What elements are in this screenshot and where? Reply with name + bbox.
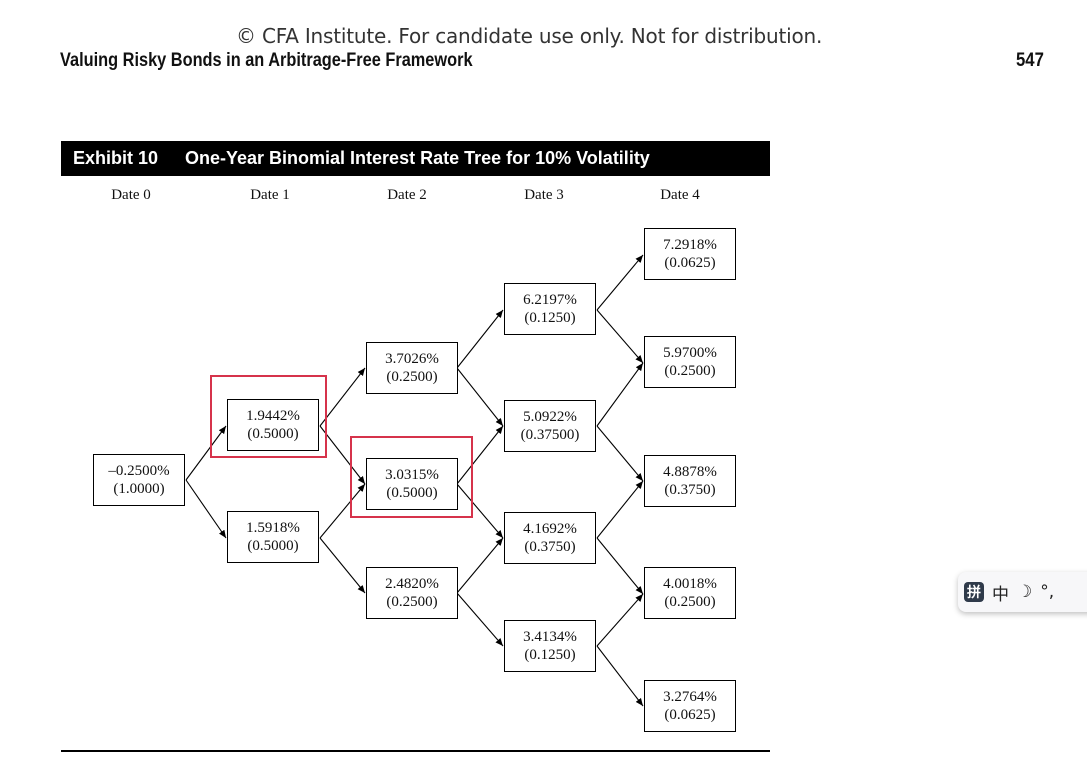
node-prob: (0.5000)	[386, 485, 438, 501]
edge-d0-d1-down	[185, 479, 227, 539]
node-date3-1: 6.2197% (0.1250)	[504, 283, 596, 335]
edge-d3c-d4d	[596, 537, 644, 595]
punctuation-toggle[interactable]: °,	[1040, 582, 1055, 602]
node-rate: 4.8878%	[663, 464, 717, 480]
edge-d3d-d4d	[596, 593, 644, 647]
running-title: Valuing Risky Bonds in an Arbitrage-Free…	[60, 50, 473, 71]
node-prob: (0.1250)	[524, 310, 576, 326]
edge-d2a-d3b	[456, 367, 504, 427]
node-prob: (1.0000)	[113, 481, 165, 497]
node-rate: –0.2500%	[108, 463, 170, 479]
node-rate: 2.4820%	[385, 576, 439, 592]
edge-d1a-d2b	[319, 425, 366, 485]
node-prob: (0.0625)	[664, 707, 716, 723]
node-date3-3: 4.1692% (0.3750)	[504, 512, 596, 564]
node-date4-1: 7.2918% (0.0625)	[644, 228, 736, 280]
edge-d2b-d3b	[456, 425, 504, 485]
node-rate: 3.7026%	[385, 351, 439, 367]
edge-d2b-d3c	[456, 483, 504, 539]
ime-toolbar[interactable]: 拼 中 ☽ °,	[958, 572, 1087, 612]
edge-d3b-d4c	[596, 425, 644, 482]
bottom-rule	[61, 750, 770, 752]
node-rate: 6.2197%	[523, 292, 577, 308]
node-prob: (0.37500)	[520, 427, 580, 443]
moon-icon[interactable]: ☽	[1017, 582, 1033, 602]
edge-d3c-d4c	[596, 480, 644, 539]
edge-d1b-d2b	[319, 483, 366, 539]
node-date1-down: 1.5918% (0.5000)	[227, 511, 319, 563]
chinese-mode-toggle[interactable]: 中	[992, 584, 1009, 605]
node-rate: 3.4134%	[523, 629, 577, 645]
node-rate: 3.2764%	[663, 689, 717, 705]
node-rate: 4.0018%	[663, 576, 717, 592]
date-label-3: Date 3	[524, 187, 564, 203]
edge-d3d-d4e	[596, 645, 644, 707]
node-date4-3: 4.8878% (0.3750)	[644, 455, 736, 507]
node-rate: 1.9442%	[246, 408, 300, 424]
node-rate: 7.2918%	[663, 237, 717, 253]
edge-d2a-d3a	[456, 309, 504, 369]
node-prob: (0.3750)	[664, 482, 716, 498]
edge-d2c-d3d	[456, 592, 504, 647]
node-rate: 1.5918%	[246, 520, 300, 536]
node-prob: (0.2500)	[664, 363, 716, 379]
exhibit-title-bar: Exhibit 10 One-Year Binomial Interest Ra…	[61, 141, 770, 176]
date-label-4: Date 4	[660, 187, 700, 203]
edge-d2c-d3c	[456, 537, 504, 594]
node-prob: (0.0625)	[664, 255, 716, 271]
exhibit-title: One-Year Binomial Interest Rate Tree for…	[185, 148, 650, 168]
node-prob: (0.5000)	[247, 538, 299, 554]
node-prob: (0.1250)	[524, 647, 576, 663]
edge-d0-d1-up	[185, 425, 227, 481]
node-date1-up: 1.9442% (0.5000)	[227, 399, 319, 451]
node-prob: (0.2500)	[386, 369, 438, 385]
exhibit-number: Exhibit 10	[73, 148, 159, 168]
date-label-0: Date 0	[111, 187, 151, 203]
edge-d3b-d4b	[596, 362, 644, 427]
node-date3-2: 5.0922% (0.37500)	[504, 400, 596, 452]
node-date0: –0.2500% (1.0000)	[93, 454, 185, 506]
node-date2-mid: 3.0315% (0.5000)	[366, 458, 458, 510]
node-date4-5: 3.2764% (0.0625)	[644, 680, 736, 732]
node-date2-down: 2.4820% (0.2500)	[366, 567, 458, 619]
pinyin-icon[interactable]: 拼	[964, 582, 984, 602]
date-label-1: Date 1	[250, 187, 290, 203]
edge-d3a-d4b	[596, 309, 644, 364]
node-prob: (0.2500)	[386, 594, 438, 610]
node-prob: (0.2500)	[664, 594, 716, 610]
edge-d1b-d2c	[319, 537, 366, 594]
highlight-box-date1-up	[210, 375, 327, 458]
copyright-notice: © CFA Institute. For candidate use only.…	[236, 24, 823, 48]
node-rate: 5.0922%	[523, 409, 577, 425]
page-number: 547	[1016, 50, 1044, 71]
highlight-box-date2-mid	[350, 436, 473, 518]
node-date2-up: 3.7026% (0.2500)	[366, 342, 458, 394]
node-prob: (0.5000)	[247, 426, 299, 442]
edge-d3a-d4a	[596, 254, 644, 311]
node-date4-4: 4.0018% (0.2500)	[644, 567, 736, 619]
node-rate: 4.1692%	[523, 521, 577, 537]
node-date4-2: 5.9700% (0.2500)	[644, 336, 736, 388]
date-label-2: Date 2	[387, 187, 427, 203]
node-prob: (0.3750)	[524, 539, 576, 555]
node-rate: 5.9700%	[663, 345, 717, 361]
node-rate: 3.0315%	[385, 467, 439, 483]
node-date3-4: 3.4134% (0.1250)	[504, 620, 596, 672]
edge-d1a-d2a	[319, 367, 366, 427]
